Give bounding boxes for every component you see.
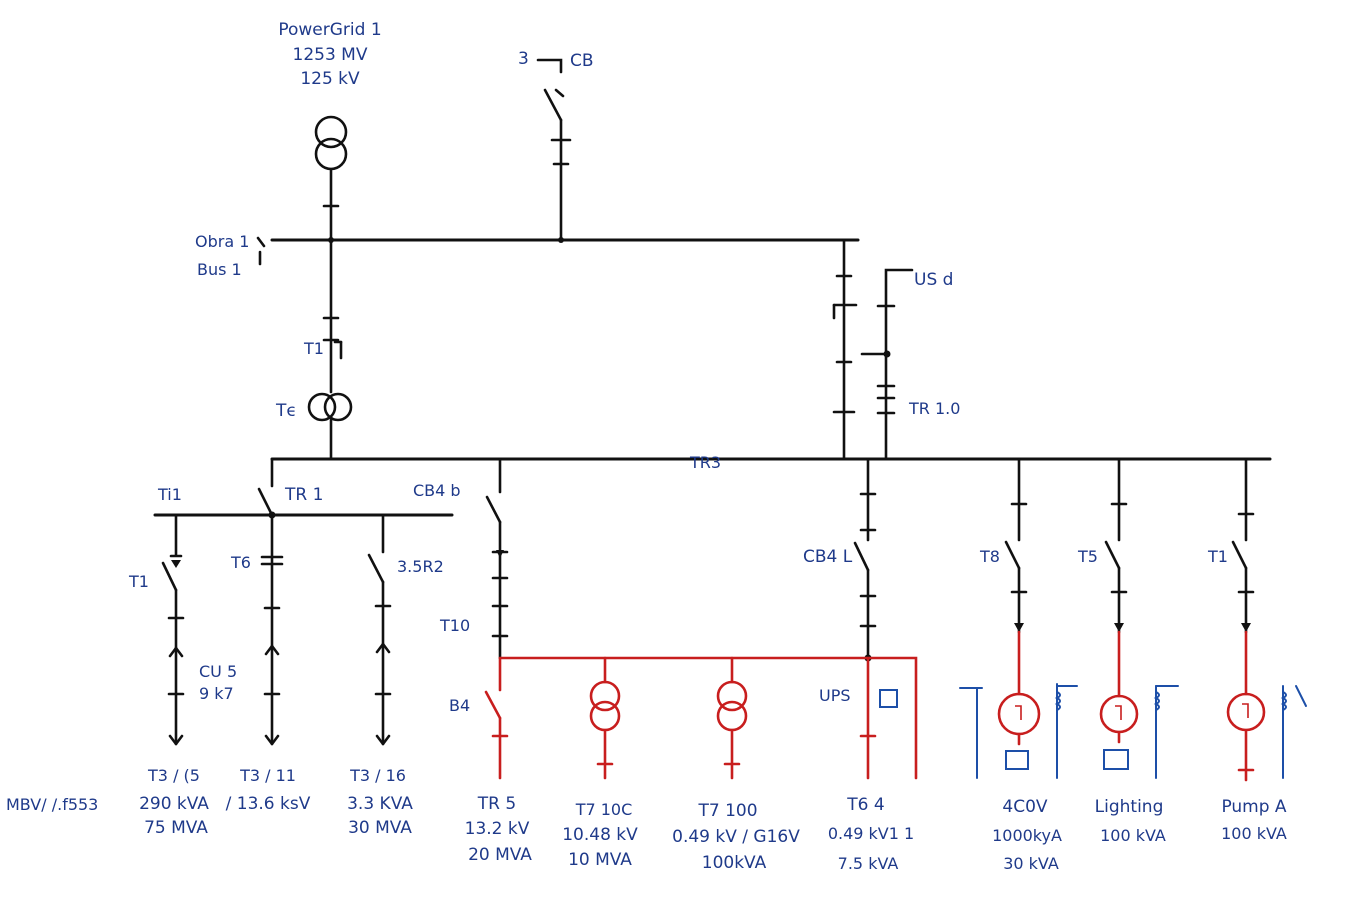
ups-label: UPS [819, 686, 851, 705]
ups-box-icon [879, 689, 898, 708]
top-breaker-blade [543, 88, 563, 122]
metering-wiring [879, 683, 1307, 779]
red-wiring [484, 630, 1266, 782]
motor-3-glyph [1242, 703, 1249, 718]
black-wiring [153, 58, 1272, 746]
motor-feeder-1-title: 4C0V [1002, 797, 1048, 817]
motor-1-glyph [1015, 705, 1022, 720]
motor-2-glyph [1115, 705, 1122, 720]
red-load-3-line2: 100kVA [702, 853, 767, 873]
red-load-3-line1: 0.49 kV / G16V [672, 827, 800, 847]
red-load-3-title: T7 100 [697, 801, 757, 821]
t1-transformer-right-coil [323, 392, 353, 422]
labels: PowerGrid 1 1253 MV 125 kV 3 CB Obra 1 B… [6, 20, 1287, 873]
top-breaker-tap [536, 58, 563, 74]
t1-trafo-label: Tϵ [275, 401, 297, 421]
bus-1-label-b: Bus 1 [197, 260, 242, 279]
cb4l-label: CB4 L [803, 547, 853, 567]
ups-tap-label: US d [914, 270, 953, 290]
top-breaker-label-a: 3 [518, 49, 529, 69]
left-feeder-3-blade [367, 553, 385, 584]
motor-feeder-2-tag: T5 [1077, 547, 1098, 566]
left-feeder-1-line1: 290 kVA [139, 794, 209, 814]
bus-1-label-a: Obra 1 [195, 232, 249, 251]
meter-1-icon [1005, 750, 1029, 770]
left-group-breaker-blade [257, 487, 274, 517]
left-feeder-3-line1: 3.3 KVA [347, 794, 413, 814]
left-group-bus-label: Ti1 [157, 485, 182, 504]
left-feeder-2-line1: / 13.6 ksV [226, 794, 311, 814]
red-distribution-bus [498, 656, 918, 780]
motor-1-circle [997, 692, 1041, 736]
top-breaker-label-b: CB [570, 51, 594, 71]
ups-tap [884, 268, 914, 461]
red-load-2-line2: 10 MVA [568, 850, 632, 870]
source-name: PowerGrid 1 [278, 20, 381, 40]
junction-dots [171, 237, 1251, 662]
red-load-4-line1: 0.49 kV1 1 [828, 824, 914, 843]
red-load-1-line1: 13.2 kV [465, 819, 530, 839]
left-feeder-1-title: T3 / (5 [147, 766, 200, 785]
cb4b-label: CB4 b [413, 481, 461, 500]
left-feeder-1-line2: 75 MVA [144, 818, 208, 838]
source-voltage: 125 kV [300, 69, 360, 89]
red-trafo-1-top-coil [589, 680, 621, 712]
red-load-4-title: T6 4 [846, 795, 884, 815]
cu-label-a: CU 5 [199, 662, 237, 681]
grid-transformer-top-coil [314, 115, 348, 149]
motor-symbols [1015, 703, 1249, 720]
red-load-1-line2: 20 MVA [468, 845, 532, 865]
red-load-1-title: TR 5 [477, 794, 516, 814]
t1-label: T1 [303, 339, 324, 358]
red-load-2-title: T7 10C [575, 800, 633, 819]
motor-feeder-1-tag: T8 [979, 547, 1000, 566]
meter-2-icon [1103, 749, 1129, 770]
motor-3-circle [1226, 692, 1266, 732]
t10-label: T10 [439, 616, 470, 635]
motor-feeder-2-title: Lighting [1095, 797, 1164, 817]
left-group-breaker-label: TR 1 [284, 485, 323, 505]
t1-transformer-left-coil [307, 392, 337, 422]
left-feeder-3-tag: 3.5R2 [397, 557, 444, 576]
red-load-2-line1: 10.48 kV [562, 825, 638, 845]
grid-transformer-bottom-coil [314, 137, 348, 171]
motor-2-circle [1099, 694, 1139, 734]
bus-3-label: TR3 [689, 453, 721, 472]
left-feeder-2-tag: T6 [230, 553, 251, 572]
left-feeder-2-title: T3 / 11 [239, 766, 296, 785]
motor-feeder-2-line1: 100 kVA [1100, 826, 1166, 845]
cu-label-b: 9 k7 [199, 684, 234, 703]
motor-feeder-3-line1: 100 kVA [1221, 824, 1287, 843]
left-side-note: MBV/ /.f553 [6, 795, 98, 814]
motor-feeder-1-line2: 30 kVA [1003, 854, 1059, 873]
motor-feeder-3-tag: T1 [1207, 547, 1228, 566]
motor-feeder-1-line1: 1000kyA [992, 826, 1062, 845]
motor-feeder-1-blade [1004, 540, 1021, 570]
left-feeder-3-line2: 30 MVA [348, 818, 412, 838]
red-trafo-1-bottom-coil [589, 700, 621, 732]
b4-breaker-blade [484, 690, 502, 720]
red-trafo-2-bottom-coil [716, 700, 748, 732]
motor-feeder-3-title: Pump A [1221, 797, 1286, 817]
left-feeder-3-title: T3 / 16 [349, 766, 406, 785]
red-load-4-line2: 7.5 kVA [838, 854, 899, 873]
cb4b-breaker-blade [485, 495, 502, 524]
cb4l-breaker-blade [853, 541, 870, 572]
source-power: 1253 MV [293, 45, 368, 65]
b4-label: B4 [449, 696, 470, 715]
left-feeder-1-tag: T1 [128, 572, 149, 591]
motor-feeder-2-blade [1104, 540, 1121, 570]
red-trafo-2-top-coil [716, 680, 748, 712]
left-feeder-1-blade [161, 561, 178, 592]
motor-feeder-3-blade [1231, 540, 1248, 570]
ups-trafo-label: TR 1.0 [908, 399, 960, 418]
